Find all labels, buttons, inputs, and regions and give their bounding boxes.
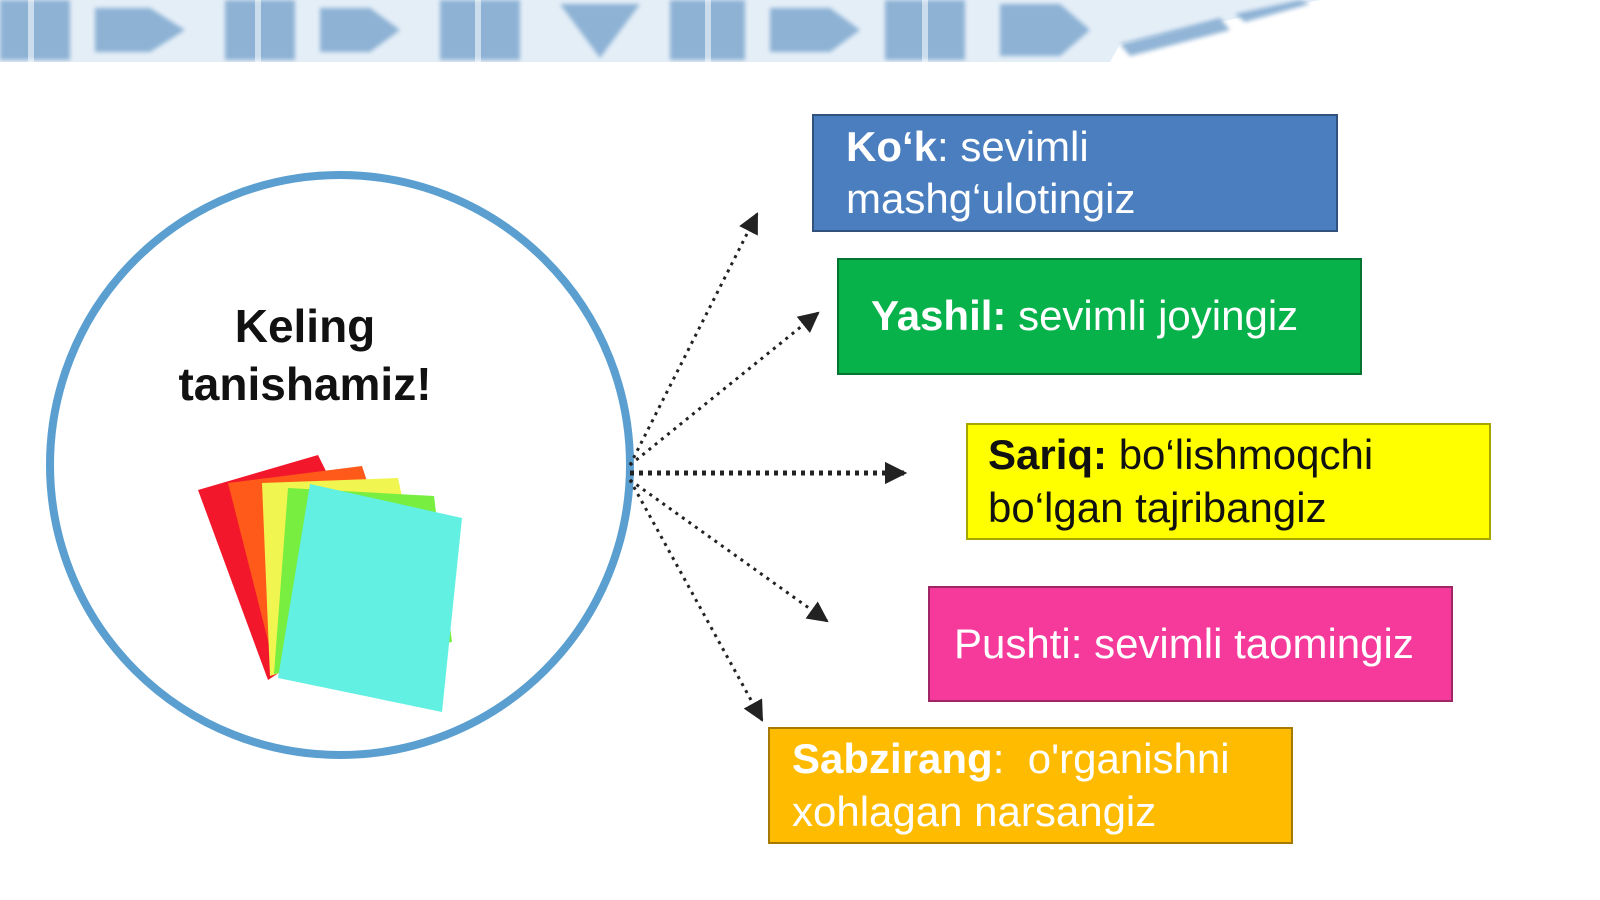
card-blue-keyword: Ko‘k <box>846 122 938 170</box>
arrow-to-blue <box>628 212 759 466</box>
arrow-to-green <box>629 311 820 467</box>
card-yellow-text: Sariq: bo‘lishmoqchi bo‘lgan tajribangiz <box>988 429 1469 534</box>
paper-sheets-illustration <box>198 455 462 712</box>
card-pink: Pushti: sevimli taomingiz <box>928 586 1453 702</box>
card-orange-keyword: Sabzirang <box>792 735 993 782</box>
card-green-text: Yashil: sevimli joyingiz <box>871 290 1298 343</box>
card-green-description: sevimli joyingiz <box>1018 292 1299 340</box>
card-yellow-separator <box>1107 431 1119 478</box>
card-blue-separator: : <box>937 122 961 170</box>
card-orange: Sabzirang: o'rganishni xohlagan narsangi… <box>768 727 1293 844</box>
card-green: Yashil: sevimli joyingiz <box>837 258 1362 375</box>
card-yellow-description: bo‘lishmoqchi bo‘lgan tajribangiz <box>988 431 1374 531</box>
card-blue-text: Ko‘k: sevimli mashg‘ulotingiz <box>846 121 1304 226</box>
ikat-pattern-banner <box>0 0 1320 62</box>
sheet-cyan <box>278 484 462 712</box>
card-orange-description: o'rganishni xohlagan narsangiz <box>792 735 1230 835</box>
diagram-title: Keling tanishamiz! <box>178 300 432 410</box>
card-blue-description: sevimli mashg‘ulotingiz <box>846 122 1136 223</box>
card-pink-text: Pushti: sevimli taomingiz <box>954 618 1414 671</box>
card-green-separator <box>1006 292 1018 339</box>
arrow-to-pink <box>629 478 829 623</box>
card-yellow: Sariq: bo‘lishmoqchi bo‘lgan tajribangiz <box>966 423 1491 540</box>
arrow-group <box>628 212 908 722</box>
card-green-keyword: Yashil: <box>871 292 1007 340</box>
card-pink-description: Pushti: sevimli taomingiz <box>954 619 1414 667</box>
card-orange-text: Sabzirang: o'rganishni xohlagan narsangi… <box>792 733 1269 838</box>
card-yellow-keyword: Sariq: <box>988 431 1108 478</box>
arrow-to-orange <box>628 479 764 722</box>
card-blue: Ko‘k: sevimli mashg‘ulotingiz <box>812 114 1338 232</box>
card-orange-separator: : <box>992 735 1028 782</box>
